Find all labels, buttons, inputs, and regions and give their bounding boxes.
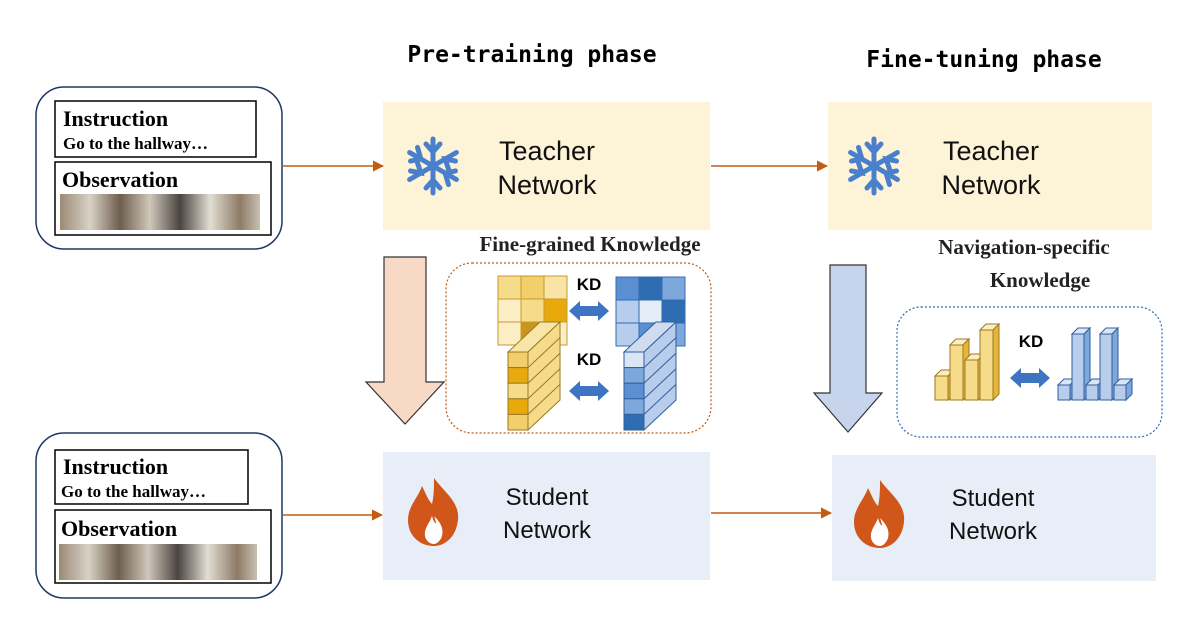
student-network-finetune: Student Network (832, 455, 1156, 581)
instruction-title-top: Instruction (63, 106, 168, 131)
student-feature-stack (622, 320, 678, 432)
teacher-feature-stack (506, 320, 562, 432)
kd-label-matrix: KD (577, 275, 602, 294)
teacher-label-line1: Teacher (499, 136, 595, 166)
navigation-knowledge-box (896, 306, 1163, 438)
student-label-line1: Student (952, 485, 1035, 512)
instruction-box-bottom (54, 449, 249, 505)
double-arrow-icon (569, 301, 609, 321)
instruction-text-top: Go to the hallway… (63, 134, 208, 153)
double-arrow-icon (569, 381, 609, 401)
top-input-group: Instruction Go to the hallway… Observati… (35, 86, 283, 250)
teacher-label-line1: Teacher (943, 136, 1039, 166)
fine-grained-knowledge-label: Fine-grained Knowledge (479, 232, 700, 256)
instruction-text-bottom: Go to the hallway… (61, 482, 206, 501)
observation-title-bottom: Observation (61, 516, 177, 541)
bottom-input-group: Instruction Go to the hallway… Observati… (35, 432, 283, 599)
student-label-line2: Network (503, 517, 592, 544)
panorama-image (59, 544, 257, 580)
instruction-title-bottom: Instruction (63, 454, 168, 479)
double-arrow-icon (1010, 368, 1050, 388)
student-action-distribution (1056, 326, 1134, 402)
navigation-knowledge-label-line2: Knowledge (990, 268, 1090, 292)
kd-label-navigation: KD (1019, 332, 1044, 351)
finetuning-phase-title: Fine-tuning phase (866, 47, 1101, 73)
pretraining-phase-title: Pre-training phase (407, 42, 656, 68)
fine-grained-knowledge-box (445, 262, 712, 434)
teacher-label-line2: Network (941, 170, 1041, 200)
finetune-distill-arrow (812, 264, 884, 433)
pretrain-distill-arrow (364, 256, 446, 425)
observation-title-top: Observation (62, 167, 178, 192)
teacher-network-finetune: Teacher Network (828, 102, 1152, 230)
teacher-label-line2: Network (497, 170, 597, 200)
student-network-pretrain: Student Network (383, 452, 710, 580)
student-label-line1: Student (506, 484, 589, 511)
instruction-box-top (54, 100, 257, 158)
teacher-action-distribution (933, 322, 1001, 402)
teacher-network-pretrain: Teacher Network (383, 102, 710, 230)
kd-label-feature: KD (577, 350, 602, 369)
panorama-image (60, 194, 260, 230)
student-label-line2: Network (949, 518, 1038, 545)
navigation-knowledge-label-line1: Navigation-specific (938, 235, 1109, 259)
